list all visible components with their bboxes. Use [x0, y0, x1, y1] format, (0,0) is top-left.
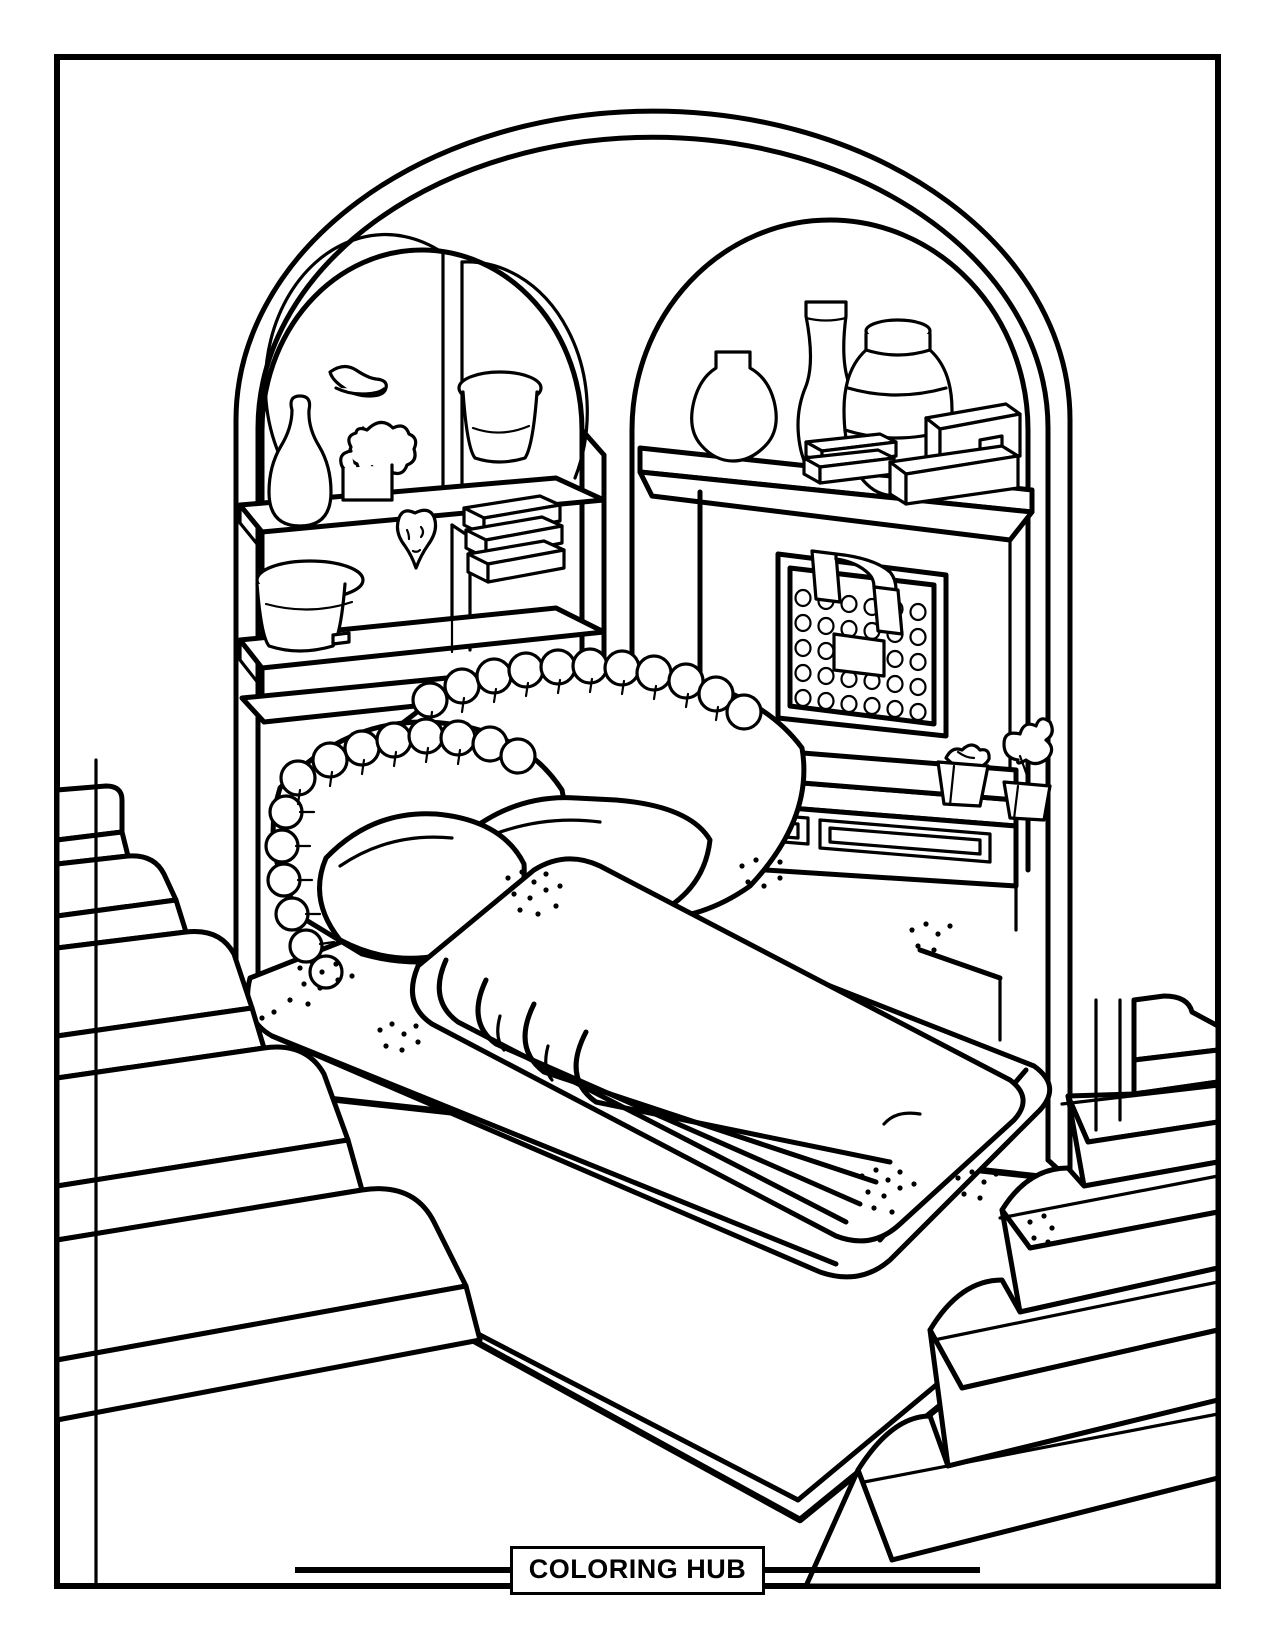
right-stairs: [803, 993, 1221, 1589]
woven-basket-top: [457, 370, 543, 464]
pompom-stitches-left: [294, 746, 462, 946]
bed-back-panel: [917, 947, 1003, 1042]
left-stairs-texture: [259, 1009, 277, 1021]
left-shelf-objects: [255, 364, 566, 653]
heart-ornament: [395, 508, 438, 570]
right-shelf-objects: [690, 300, 1022, 506]
round-vase: [690, 350, 778, 463]
left-stairs: [54, 758, 483, 1588]
book-stack-right: [802, 432, 898, 485]
note-card: [832, 632, 886, 678]
book-stack-left: [462, 494, 566, 584]
succulent-plant: [1002, 717, 1054, 822]
hanging-straps: [810, 549, 904, 636]
pegboard-wall: [775, 549, 949, 739]
flower-in-pot: [328, 364, 418, 502]
desk-pot: [936, 743, 991, 808]
pompom-trim-right: [411, 647, 763, 731]
tall-bottle-vase: [267, 394, 333, 528]
pegboard-holes: [794, 588, 927, 722]
bed: [245, 647, 1052, 1280]
rolled-duvet: [409, 856, 1026, 1244]
mattress-texture-dots: [287, 857, 999, 1215]
storage-bin: [255, 559, 365, 653]
storage-boxes: [888, 402, 1022, 506]
